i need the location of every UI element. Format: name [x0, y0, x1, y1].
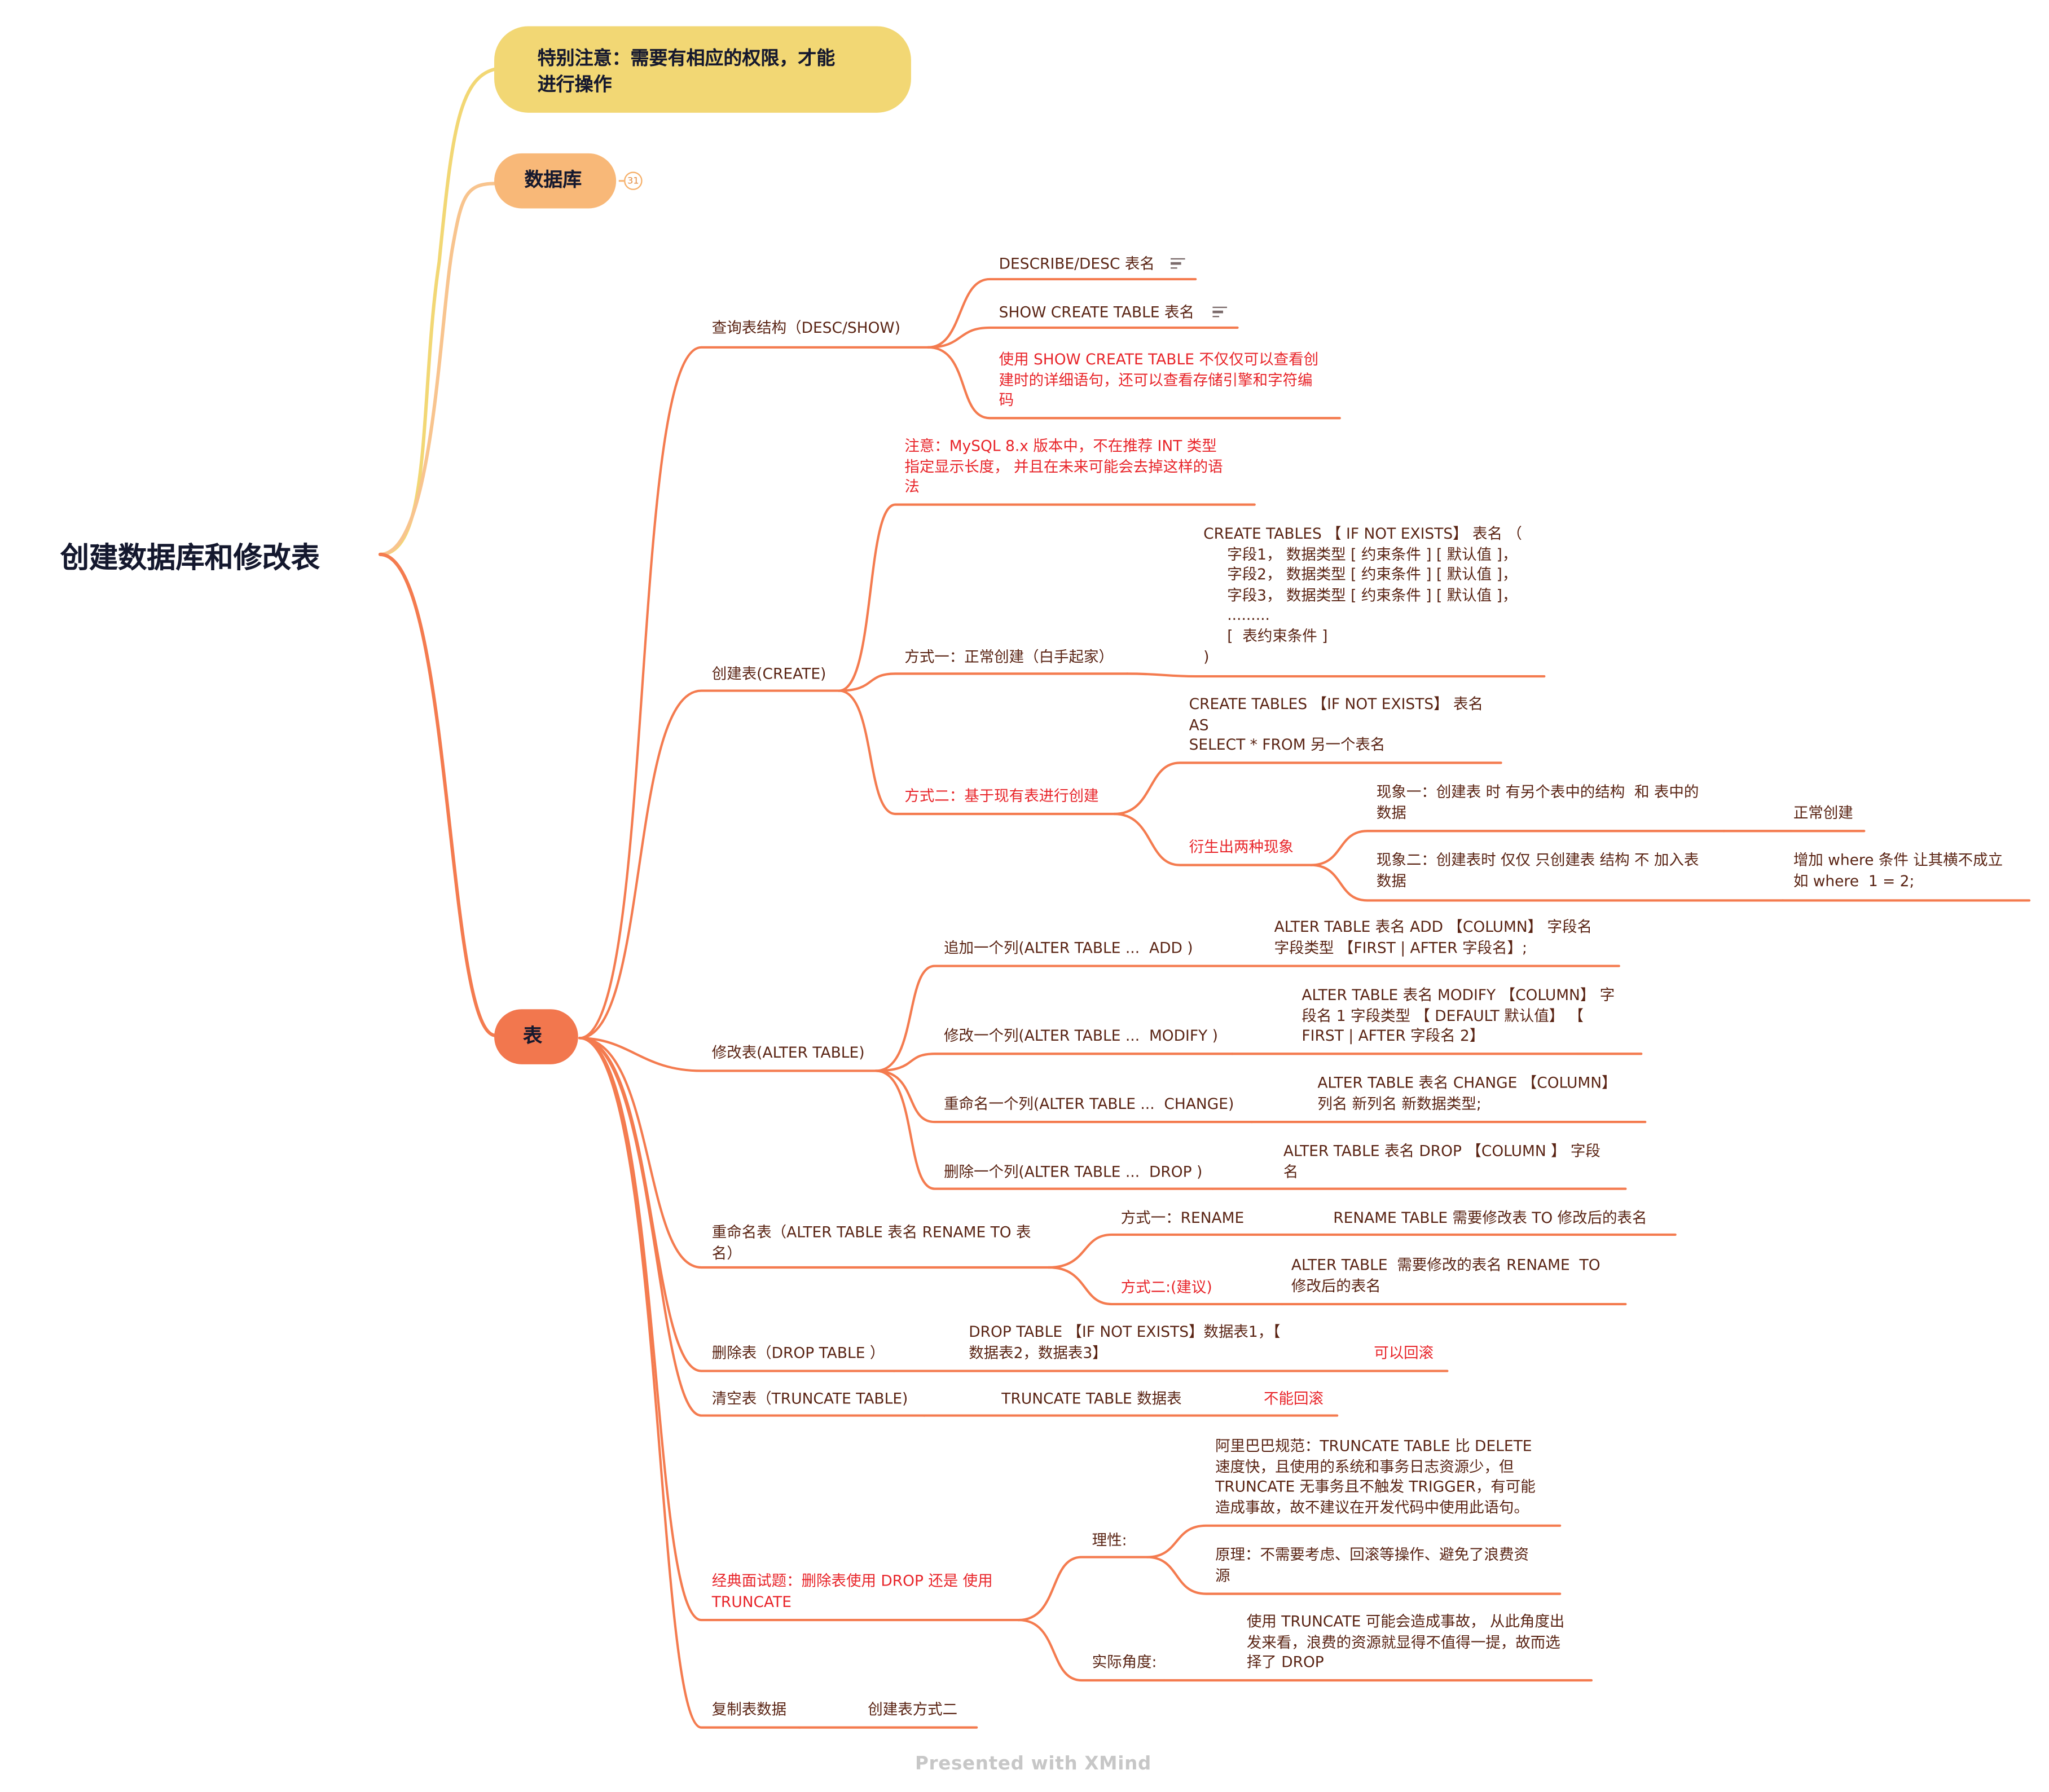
create-method-one[interactable]: 方式一：正常创建（白手起家）: [904, 647, 1114, 666]
copy-table-data-topic[interactable]: 复制表数据: [711, 1699, 787, 1719]
mysql-int-note[interactable]: 注意：MySQL 8.x 版本中，不在推荐 INT 类型 指定显示长度， 并且在…: [904, 436, 1223, 496]
alter-drop-sql[interactable]: ALTER TABLE 表名 DROP 【COLUMN 】 字段 名: [1283, 1141, 1600, 1181]
alter-modify-topic[interactable]: 修改一个列(ALTER TABLE ... MODIFY ): [944, 1026, 1218, 1045]
alter-table-topic[interactable]: 修改表(ALTER TABLE): [711, 1043, 865, 1062]
create-method-one-sql[interactable]: CREATE TABLES 【 IF NOT EXISTS】 表名 （ 字段1，…: [1203, 524, 1522, 666]
truncate-table-topic[interactable]: 清空表（TRUNCATE TABLE): [711, 1389, 908, 1408]
alibaba-spec-text[interactable]: 阿里巴巴规范：TRUNCATE TABLE 比 DELETE 速度快，且使用的系…: [1215, 1436, 1536, 1517]
table-topic-bg[interactable]: [494, 1009, 578, 1064]
query-structure-topic[interactable]: 查询表结构（DESC/SHOW): [711, 318, 900, 337]
alter-add-topic[interactable]: 追加一个列(ALTER TABLE ... ADD ): [944, 938, 1193, 957]
notes-icon[interactable]: [1212, 306, 1227, 319]
truncate-table-sql[interactable]: TRUNCATE TABLE 数据表: [1001, 1389, 1182, 1408]
show-create-topic[interactable]: SHOW CREATE TABLE 表名: [999, 302, 1194, 322]
rename-method-one[interactable]: 方式一：RENAME: [1120, 1208, 1245, 1227]
notice-topic-bg[interactable]: [494, 26, 911, 113]
drop-table-sql[interactable]: DROP TABLE 【IF NOT EXISTS】数据表1，【 数据表2，数据…: [969, 1322, 1281, 1362]
alter-change-sql[interactable]: ALTER TABLE 表名 CHANGE 【COLUMN】 列名 新列名 新数…: [1317, 1073, 1617, 1112]
copy-table-method[interactable]: 创建表方式二: [868, 1699, 958, 1719]
alter-add-sql[interactable]: ALTER TABLE 表名 ADD 【COLUMN】 字段名 字段类型 【FI…: [1274, 917, 1592, 957]
rename-table-topic[interactable]: 重命名表（ALTER TABLE 表名 RENAME TO 表 名）: [711, 1223, 1031, 1262]
alter-drop-topic[interactable]: 删除一个列(ALTER TABLE ... DROP ): [944, 1163, 1203, 1181]
alter-modify-sql[interactable]: ALTER TABLE 表名 MODIFY 【COLUMN】 字 段名 1 字段…: [1301, 985, 1615, 1045]
rename-method-one-sql[interactable]: RENAME TABLE 需要修改表 TO 修改后的表名: [1333, 1208, 1647, 1227]
practical-topic[interactable]: 实际角度:: [1092, 1653, 1157, 1671]
rename-method-two[interactable]: 方式二:(建议): [1120, 1278, 1212, 1297]
show-create-note[interactable]: 使用 SHOW CREATE TABLE 不仅仅可以查看创 建时的详细语句，还可…: [999, 350, 1319, 410]
principle-text[interactable]: 原理：不需要考虑、回滚等操作、避免了浪费资 源: [1215, 1545, 1529, 1584]
drop-rollback-note[interactable]: 可以回滚: [1374, 1343, 1434, 1362]
notice-topic: 特别注意：需要有相应的权限，才能 进行操作: [537, 48, 836, 95]
database-topic: 数据库: [524, 169, 582, 192]
notes-icon[interactable]: [1171, 258, 1185, 270]
create-table-topic[interactable]: 创建表(CREATE): [711, 664, 826, 683]
practical-text[interactable]: 使用 TRUNCATE 可能会造成事故， 从此角度出 发来看，浪费的资源就显得不…: [1246, 1612, 1565, 1672]
phenomenon-two[interactable]: 现象二：创建表时 仅仅 只创建表 结构 不 加入表 数据: [1376, 851, 1699, 890]
phenomenon-one-result[interactable]: 正常创建: [1793, 803, 1853, 822]
interview-question-topic[interactable]: 经典面试题：删除表使用 DROP 还是 使用 TRUNCATE: [711, 1571, 993, 1610]
alter-change-topic[interactable]: 重命名一个列(ALTER TABLE ... CHANGE): [944, 1094, 1234, 1113]
phenomenon-two-result[interactable]: 增加 where 条件 让其横不成立 如 where 1 = 2;: [1793, 851, 2003, 890]
create-method-two[interactable]: 方式二：基于现有表进行创建: [904, 786, 1099, 805]
create-method-two-sql[interactable]: CREATE TABLES 【IF NOT EXISTS】 表名 AS SELE…: [1189, 694, 1484, 754]
drop-table-topic[interactable]: 删除表（DROP TABLE ）: [711, 1343, 885, 1362]
describe-topic[interactable]: DESCRIBE/DESC 表名: [999, 254, 1155, 273]
xmind-watermark: Presented with XMind: [914, 1754, 1151, 1775]
rational-topic[interactable]: 理性:: [1092, 1531, 1127, 1549]
database-topic-bg[interactable]: [494, 153, 617, 209]
root-title[interactable]: 创建数据库和修改表: [60, 543, 320, 576]
truncate-rollback-note[interactable]: 不能回滚: [1264, 1389, 1324, 1408]
two-phenomena-topic[interactable]: 衍生出两种现象: [1189, 837, 1294, 856]
table-topic: 表: [523, 1025, 543, 1047]
phenomenon-one[interactable]: 现象一：创建表 时 有另个表中的结构 和 表中的 数据: [1376, 782, 1699, 822]
rename-method-two-sql[interactable]: ALTER TABLE 需要修改的表名 RENAME TO 修改后的表名: [1291, 1256, 1600, 1295]
collapsed-count-badge[interactable]: 31: [624, 171, 643, 190]
